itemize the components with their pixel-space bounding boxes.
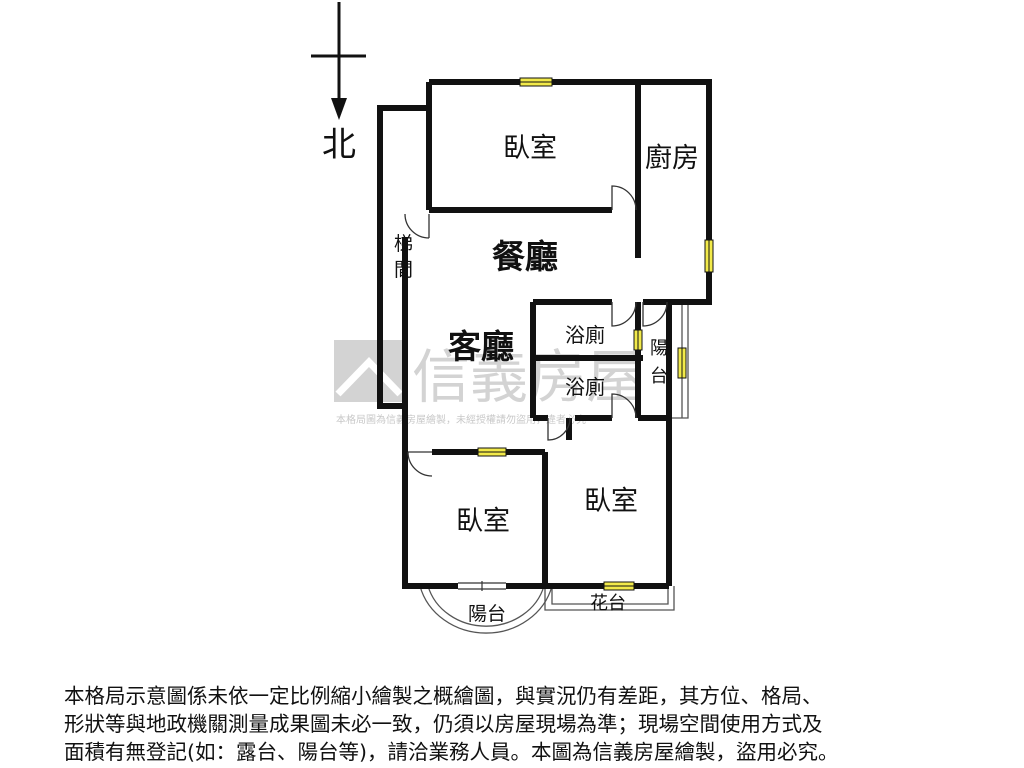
door-icon <box>611 301 637 327</box>
thin-outlines <box>419 301 689 634</box>
door-icon <box>404 213 430 239</box>
watermark-brand: 信義房屋 <box>412 343 644 411</box>
windows <box>477 77 714 591</box>
room-label-stairwell-2: 間 <box>394 259 413 281</box>
north-arrow-icon <box>311 2 366 120</box>
window-icon <box>677 347 687 379</box>
disclaimer-line: 形狀等與地政機關測量成果圖未必一致，仍須以房屋現場為準；現場空間使用方式及 <box>64 712 823 736</box>
room-label-balcony-right-2: 台 <box>650 366 668 387</box>
disclaimer-text: 本格局示意圖係未依一定比例縮小繪製之概繪圖，與實況仍有差距，其方位、格局、 形狀… <box>64 682 964 766</box>
sliding-door-icon <box>458 581 506 591</box>
window-icon <box>519 77 553 87</box>
room-label-stairwell-1: 梯 <box>394 233 413 255</box>
door-icon <box>642 301 668 327</box>
room-label-bedroom-right: 臥室 <box>584 486 638 517</box>
room-label-kitchen: 廚房 <box>645 143 699 174</box>
disclaimer-line: 本格局示意圖係未依一定比例縮小繪製之概繪圖，與實況仍有差距，其方位、格局、 <box>64 684 823 708</box>
walls <box>377 79 712 589</box>
room-label-bath-upper: 浴廁 <box>565 323 605 347</box>
door-icon <box>611 185 637 211</box>
room-label-bedroom-left: 臥室 <box>456 506 510 537</box>
north-label: 北 <box>322 125 356 165</box>
room-label-balcony-bottom: 陽台 <box>468 603 506 625</box>
watermark-notice: 本格局圖為信義房屋繪製，未經授權請勿盜用，違者必究 <box>336 413 586 426</box>
watermark-logo-icon <box>334 340 404 402</box>
window-icon <box>477 447 507 457</box>
room-label-planter: 花台 <box>590 593 626 614</box>
room-label-balcony-right-1: 陽 <box>650 338 668 359</box>
disclaimer-line: 面積有無登記(如：露台、陽台等)，請洽業務人員。本圖為信義房屋繪製，盜用必究。 <box>64 740 839 764</box>
room-label-bath-lower: 浴廁 <box>565 375 605 399</box>
watermark: 信義房屋 本格局圖為信義房屋繪製，未經授權請勿盜用，違者必究 <box>334 340 644 426</box>
room-label-dining: 餐廳 <box>492 237 558 276</box>
window-icon <box>704 239 714 273</box>
window-icon <box>603 581 635 591</box>
room-label-bedroom-top: 臥室 <box>503 133 557 164</box>
doors <box>404 185 668 477</box>
window-icon <box>633 329 643 351</box>
room-label-living: 客廳 <box>448 327 514 366</box>
door-icon <box>547 417 571 441</box>
floor-plan: 信義房屋 本格局圖為信義房屋繪製，未經授權請勿盜用，違者必究 北 <box>311 2 714 634</box>
door-icon <box>611 393 637 419</box>
door-icon <box>407 451 433 477</box>
